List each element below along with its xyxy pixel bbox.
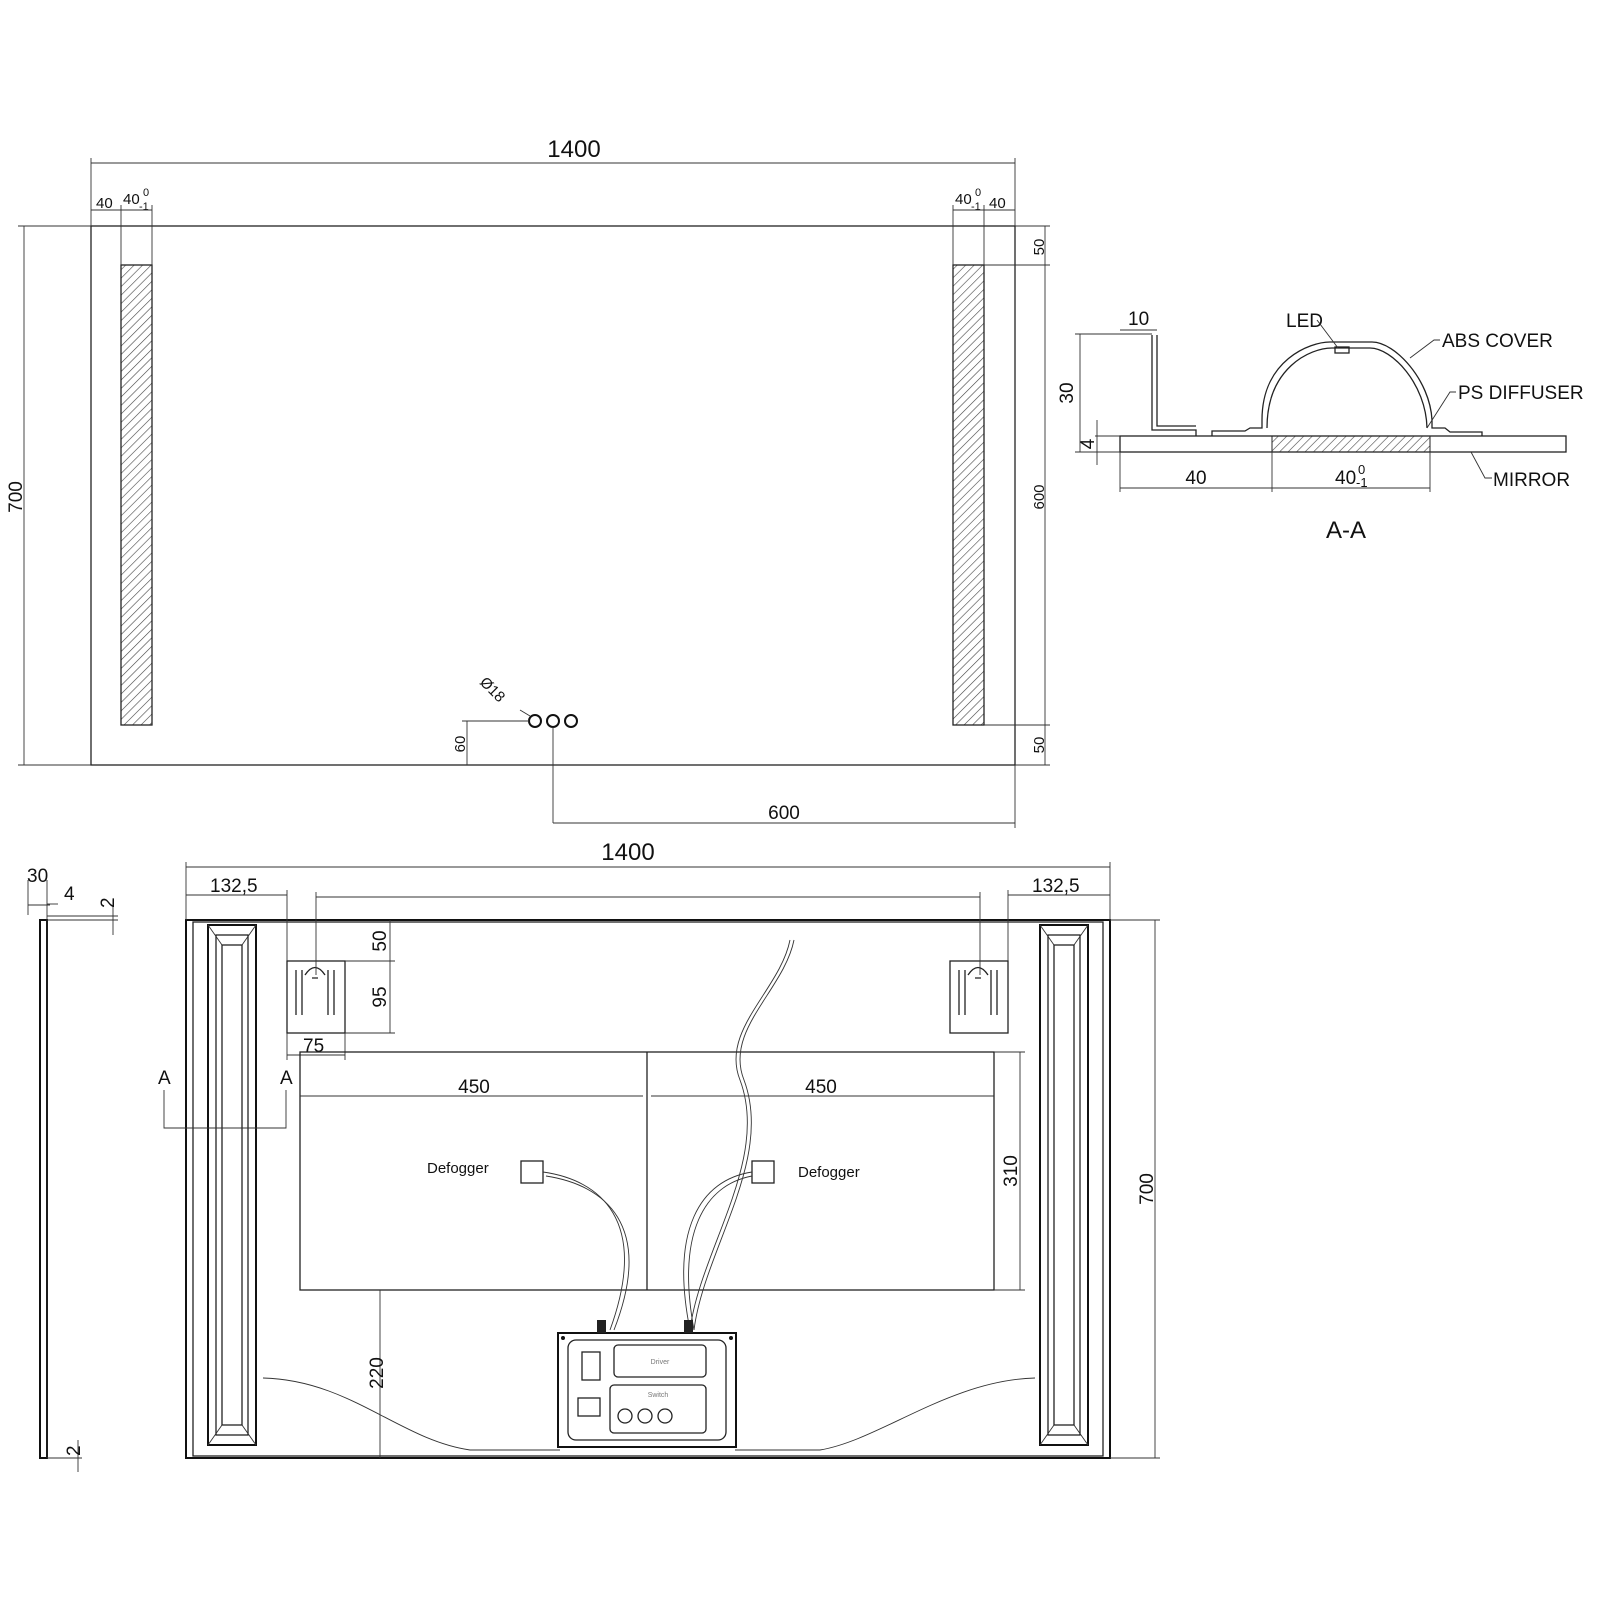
wire bbox=[683, 1171, 753, 1331]
led-length-label: 600 bbox=[1031, 484, 1048, 509]
dimension-width: 1400 bbox=[90, 136, 1016, 226]
bracket-height-label: 95 bbox=[370, 986, 391, 1007]
mirror-label: MIRROR bbox=[1493, 470, 1570, 491]
led-offset-label: 40 bbox=[96, 195, 113, 212]
rear-view: 1400 132,5 132,5 50 95 75 A A 450 450 31 bbox=[158, 839, 1160, 1459]
driver-label: Driver bbox=[651, 1359, 670, 1366]
depth-label: 30 bbox=[27, 866, 48, 887]
frame-width-label: 10 bbox=[1128, 309, 1149, 330]
tol-upper: 0 bbox=[1358, 462, 1365, 477]
dimension-led-vertical: 50 600 50 bbox=[984, 225, 1050, 766]
frame-profile bbox=[1151, 335, 1197, 436]
led-chip bbox=[1334, 346, 1350, 354]
front-view: 1400 40 40 0 -1 40 0 -1 40 700 bbox=[6, 136, 1050, 828]
wire bbox=[689, 939, 791, 1331]
abs-cover-label: ABS COVER bbox=[1442, 331, 1553, 352]
touch-buttons: Ø18 60 600 bbox=[452, 674, 1016, 828]
side-view: 30 4 2 2 bbox=[27, 866, 119, 1472]
gap-bottom-label: 2 bbox=[64, 1445, 85, 1456]
ps-diffuser bbox=[1266, 347, 1428, 429]
button-offset-label: 600 bbox=[768, 803, 800, 824]
defogger-width-left-label: 450 bbox=[458, 1077, 490, 1098]
dimension-led-left: 40 40 0 -1 bbox=[91, 187, 153, 265]
dimension-led-right: 40 0 -1 40 bbox=[952, 187, 1015, 265]
mirror-thickness-label: 4 bbox=[1078, 438, 1099, 449]
tol-upper: 0 bbox=[975, 187, 981, 199]
mirror-outline bbox=[90, 225, 1016, 766]
defogger-width-right-label: 450 bbox=[805, 1077, 837, 1098]
button-icon bbox=[528, 714, 542, 728]
led-width-label: 40 bbox=[123, 191, 140, 208]
defogger-connector-right bbox=[751, 1160, 775, 1184]
defogger-connector-left bbox=[520, 1160, 544, 1184]
depth-label: 30 bbox=[1057, 382, 1078, 403]
defogger-bottom-label: 220 bbox=[367, 1357, 388, 1389]
button-icon bbox=[546, 714, 560, 728]
led-label: LED bbox=[1286, 311, 1323, 332]
rear-height-label: 700 bbox=[1137, 1173, 1158, 1205]
abs-cover bbox=[1211, 341, 1483, 436]
bracket-offset-left-label: 132,5 bbox=[210, 876, 258, 897]
section-marker-right: A bbox=[280, 1068, 293, 1089]
control-box: Driver Switch bbox=[557, 1320, 737, 1448]
edge-label: 40 bbox=[1185, 468, 1206, 489]
button-diameter-label: Ø18 bbox=[476, 674, 508, 706]
led-channel-right bbox=[1039, 924, 1089, 1446]
width-label: 1400 bbox=[547, 136, 600, 163]
dimension-height: 700 bbox=[6, 225, 91, 766]
defogger-label-right: Defogger bbox=[798, 1164, 860, 1181]
wire bbox=[542, 1171, 625, 1331]
button-height-label: 60 bbox=[452, 736, 469, 753]
defogger-height-label: 310 bbox=[1001, 1155, 1022, 1187]
side-profile bbox=[39, 919, 48, 1459]
mirror-label: 4 bbox=[64, 884, 75, 905]
tol-upper: 0 bbox=[143, 187, 149, 199]
section-title: A-A bbox=[1326, 517, 1366, 544]
led-channel-left bbox=[207, 924, 257, 1446]
bottom-margin-label: 50 bbox=[1031, 737, 1048, 754]
section-a-a: 10 30 4 40 40 0 -1 LED ABS COVER PS DIFF… bbox=[1057, 309, 1584, 544]
ps-diffuser-label: PS DIFFUSER bbox=[1458, 383, 1584, 404]
rear-outline bbox=[185, 919, 1111, 1459]
tol-lower: -1 bbox=[139, 201, 149, 213]
section-marker-left: A bbox=[158, 1068, 171, 1089]
wall-bracket-right bbox=[949, 960, 1009, 1034]
bracket-top-label: 50 bbox=[370, 930, 391, 951]
led-strip-right bbox=[952, 264, 985, 726]
led-width-label: 40 bbox=[955, 191, 972, 208]
rear-width-label: 1400 bbox=[601, 839, 654, 866]
bracket-width-label: 75 bbox=[303, 1036, 324, 1057]
tol-lower: -1 bbox=[1356, 475, 1368, 490]
tol-lower: -1 bbox=[971, 201, 981, 213]
button-icon bbox=[564, 714, 578, 728]
switch-label: Switch bbox=[648, 1392, 669, 1399]
gap-top-label: 2 bbox=[98, 897, 119, 908]
led-strip-left bbox=[120, 264, 153, 726]
led-zone bbox=[1271, 435, 1431, 453]
strip-width-label: 40 bbox=[1335, 468, 1356, 489]
height-label: 700 bbox=[6, 481, 27, 513]
top-margin-label: 50 bbox=[1031, 239, 1048, 256]
bracket-offset-right-label: 132,5 bbox=[1032, 876, 1080, 897]
section-cut-line bbox=[163, 1090, 287, 1129]
defogger-label-left: Defogger bbox=[427, 1160, 489, 1177]
led-offset-label: 40 bbox=[989, 195, 1006, 212]
